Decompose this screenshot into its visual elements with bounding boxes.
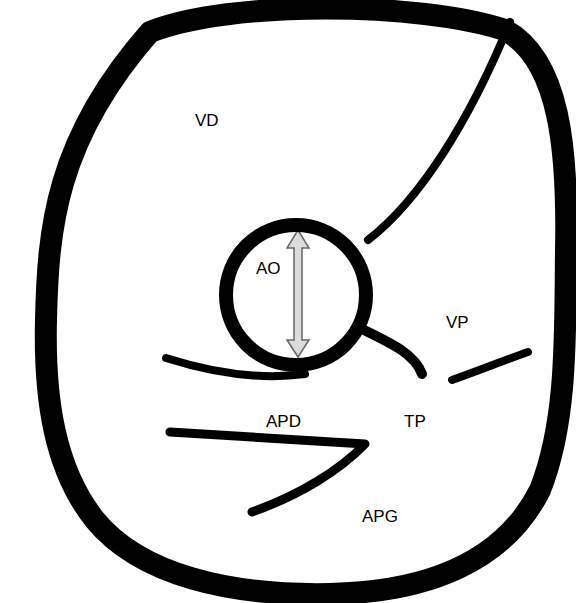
valve-tail: [364, 330, 422, 374]
valve-line: [452, 352, 528, 380]
outer-wall: [46, 9, 566, 595]
region-label: APD: [266, 413, 301, 430]
vessel-circle: AO: [218, 217, 374, 373]
region-label: TP: [404, 413, 426, 430]
double-arrow: [287, 230, 309, 357]
septum-line: [368, 22, 510, 240]
measure-arrow: [287, 230, 309, 357]
circle-outline: [218, 217, 374, 373]
node-label: AO: [256, 260, 281, 277]
circle-wall: [226, 225, 366, 365]
region-label: VP: [446, 314, 469, 331]
branch-line: [170, 432, 365, 512]
region-label: VD: [195, 112, 219, 129]
region-label: APG: [362, 508, 398, 525]
